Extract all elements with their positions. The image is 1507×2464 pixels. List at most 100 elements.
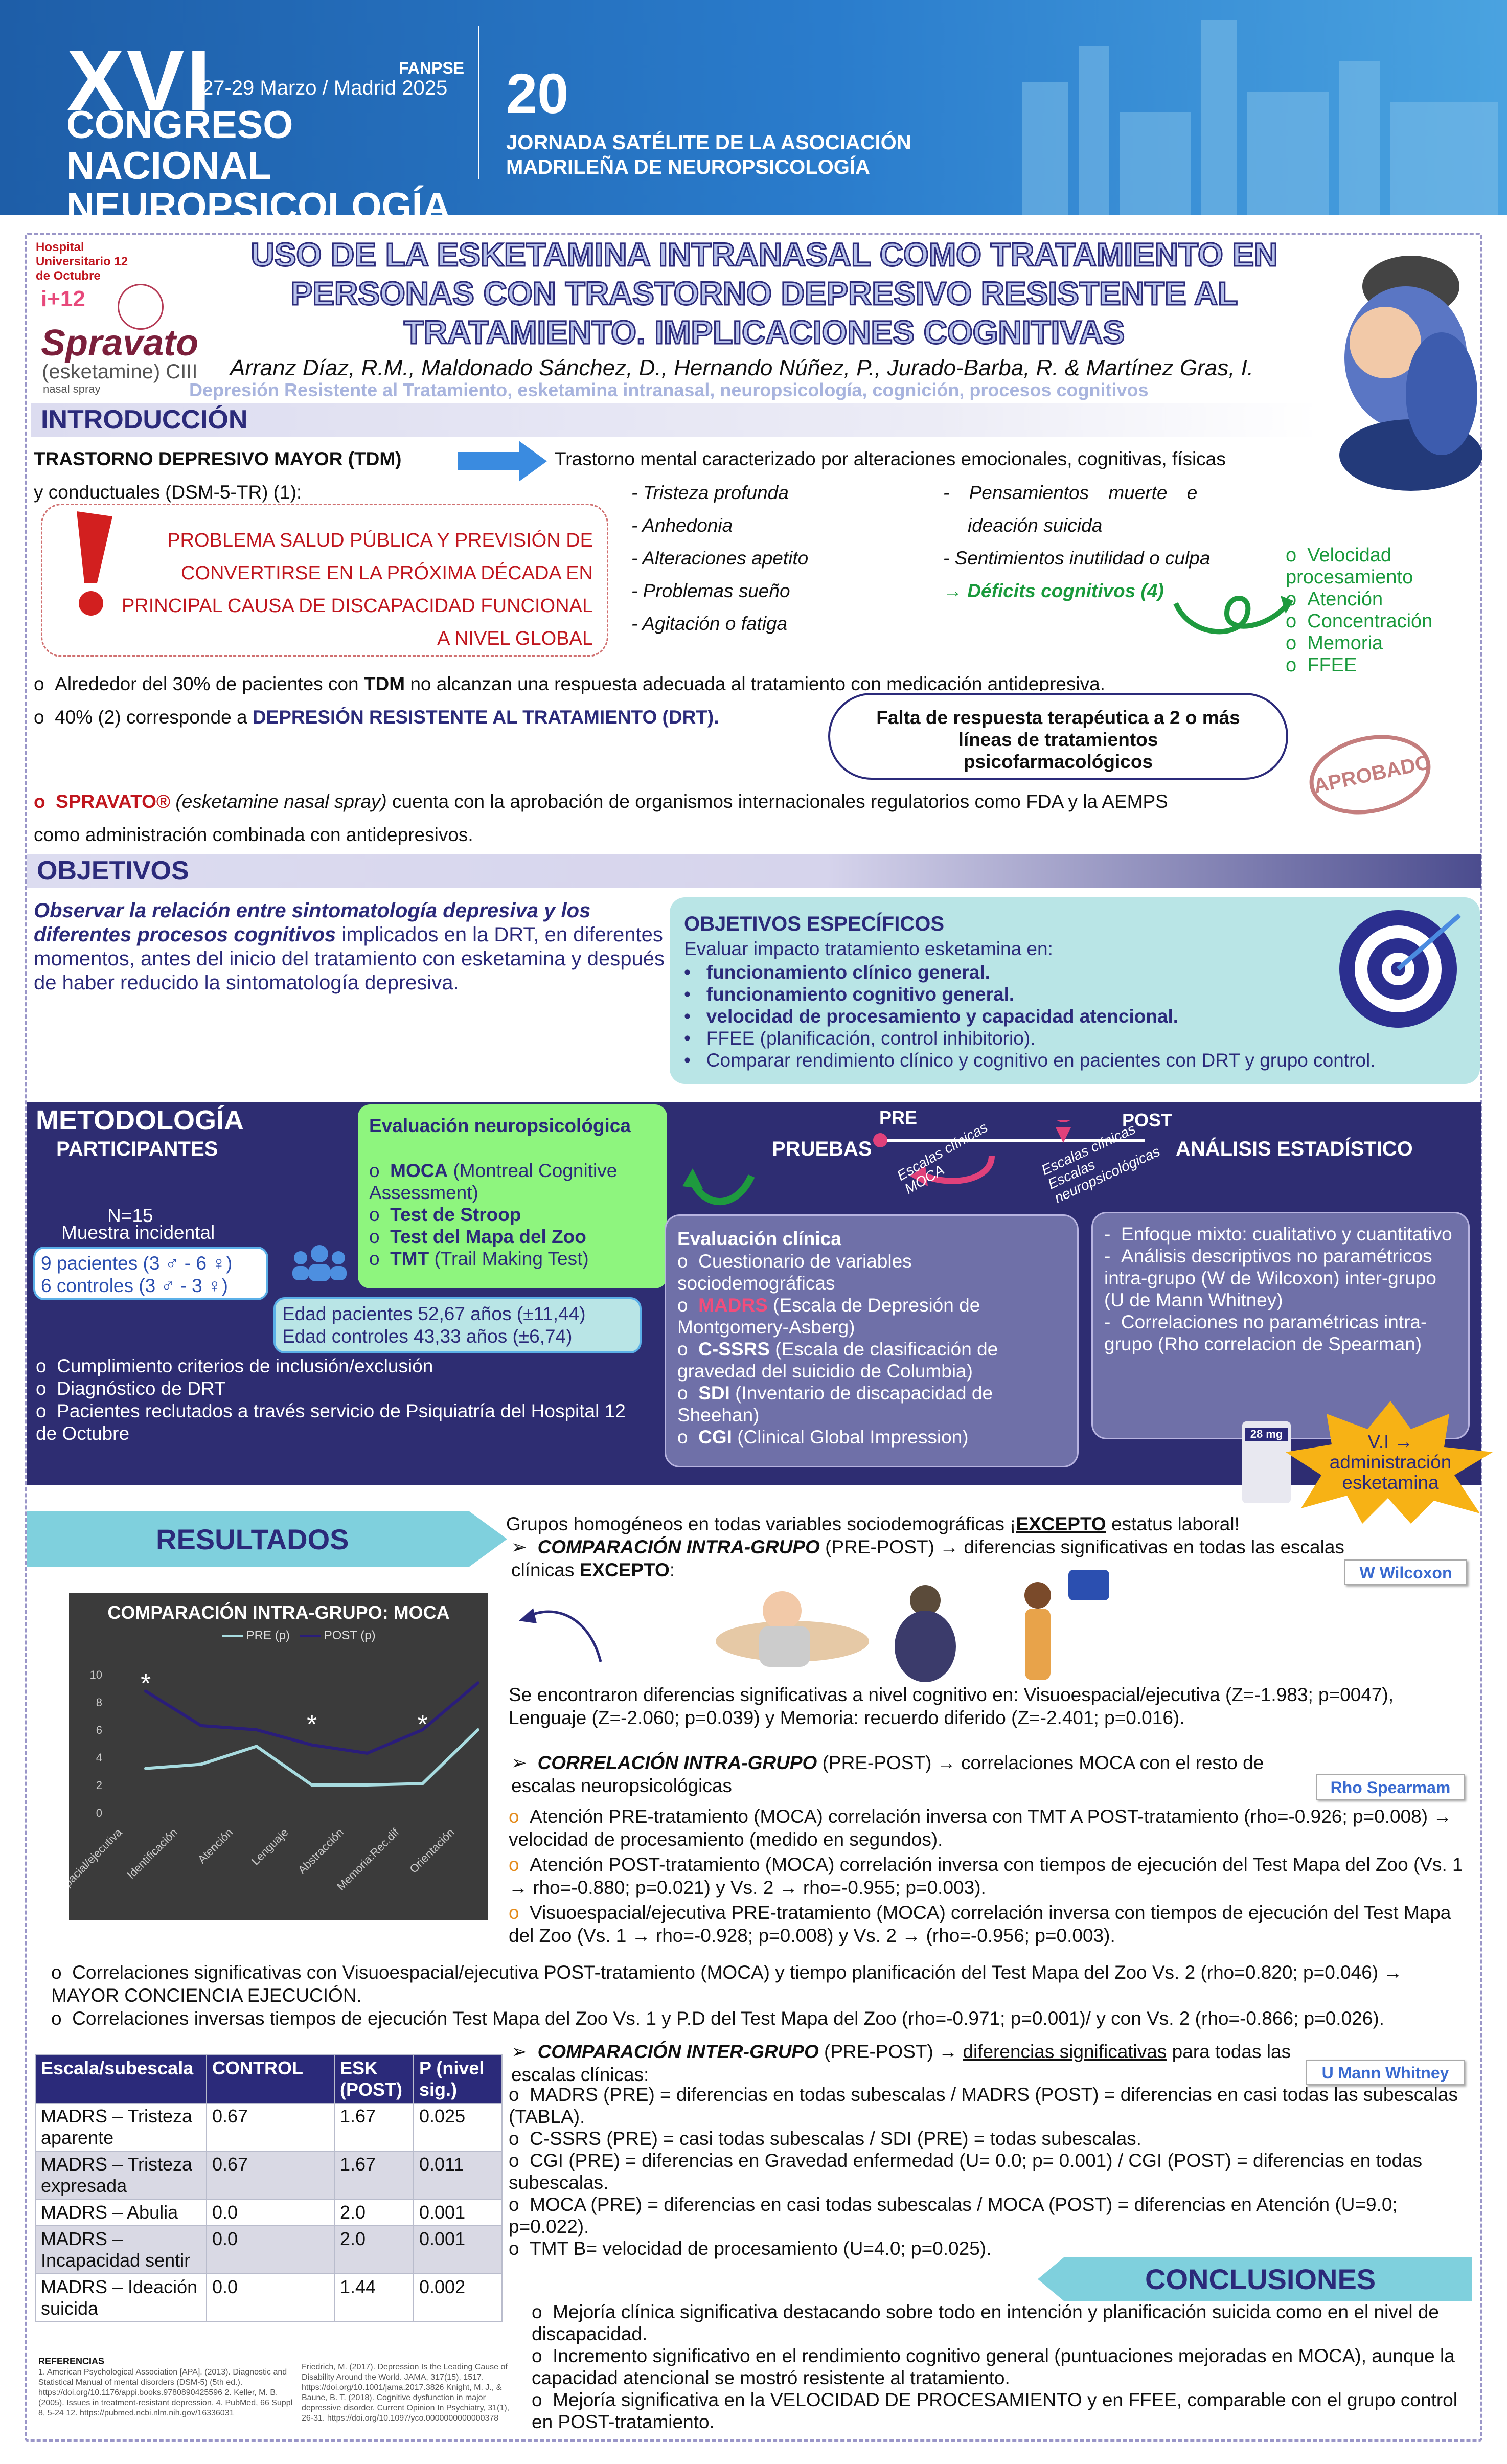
nasal-spray-icon: 28 mg	[1242, 1421, 1291, 1503]
x-tick-label: Abstracción	[295, 1826, 346, 1877]
cog-item: Memoria	[1307, 632, 1383, 654]
symptom-item: - Tristeza profunda	[631, 482, 789, 503]
hospital-logo: Hospital Universitario 12 de Octubre	[36, 240, 128, 283]
inter-group-list: o MADRS (PRE) = diferencias en todas sub…	[509, 2084, 1458, 2259]
moca-chart: COMPARACIÓN INTRA-GRUPO: MOCA PRE (p) PO…	[69, 1593, 488, 1920]
poster-title: USO DE LA ESKETAMINA INTRANASAL COMO TRA…	[250, 236, 1278, 352]
symptom-list-b: - Pensamientos muerte e ideación suicida…	[943, 477, 1260, 607]
results-heading: RESULTADOS	[156, 1523, 349, 1555]
age-patients: Edad pacientes 52,67 años (±11,44)	[282, 1303, 586, 1324]
y-tick-label: 10	[90, 1668, 102, 1681]
data-point	[421, 1728, 424, 1731]
neuro-test-list: o MOCA (Montreal Cognitive Assessment) o…	[369, 1160, 618, 1269]
symptom-item: - Pensamientos muerte e	[943, 482, 1198, 503]
chart-title: COMPARACIÓN INTRA-GRUPO: MOCA	[107, 1602, 450, 1623]
correlation-line: ➢ CORRELACIÓN INTRA-GRUPO (PRE-POST) → c…	[511, 1752, 1264, 1796]
curved-back-arrow-icon	[514, 1600, 606, 1667]
clinical-scale-list: o Cuestionario de variables sociodemográ…	[677, 1251, 998, 1448]
target-icon	[1324, 902, 1472, 1030]
x-tick-label: Identificación	[124, 1826, 179, 1881]
significance-star: *	[141, 1669, 151, 1699]
inter-item: MADRS (PRE) = diferencias en todas subes…	[509, 2084, 1458, 2127]
references-heading: REFERENCIAS	[38, 2356, 105, 2366]
spravato-logo: Spravato	[41, 323, 199, 364]
correlation-list: o Atención PRE-tratamiento (MOCA) correl…	[509, 1806, 1463, 1946]
methodology-heading: METODOLOGÍA	[36, 1105, 244, 1136]
symptom-item: ideación suicida	[968, 515, 1103, 536]
age-box	[273, 1297, 642, 1353]
green-swirl-arrow-icon	[1171, 583, 1293, 644]
mann-whitney-badge: U Mann Whitney	[1306, 2060, 1465, 2085]
criteria-item: Cumplimiento criterios de inclusión/excl…	[57, 1355, 433, 1376]
satellite-title: JORNADA SATÉLITE DE LA ASOCIACIÓN MADRIL…	[506, 131, 911, 178]
references-col-2: Friedrich, M. (2017). Depression Is the …	[302, 2363, 510, 2423]
specific-heading: OBJETIVOS ESPECÍFICOS	[684, 913, 945, 935]
y-tick-label: 0	[96, 1806, 102, 1819]
y-tick-label: 6	[96, 1724, 102, 1736]
wide-correlation-2: o Correlaciones inversas tiempos de ejec…	[51, 2008, 1384, 2029]
poster-frame	[25, 233, 1482, 2442]
cog-item: FFEE	[1307, 654, 1357, 676]
data-point	[310, 1743, 313, 1747]
symptom-item: - Alteraciones apetito	[631, 548, 809, 569]
stat-item: Enfoque mixto: cualitativo y cuantitativ…	[1121, 1224, 1452, 1245]
cog-item: Atención	[1307, 589, 1383, 610]
tdm-definition: Trastorno mental caracterizado por alter…	[555, 448, 1226, 469]
dose-label: 28 mg	[1245, 1428, 1288, 1441]
correlation-item: Atención POST-tratamiento (MOCA) correla…	[509, 1854, 1463, 1898]
results-heading-bar	[27, 1511, 507, 1567]
data-point	[199, 1762, 203, 1766]
conclusions-list: o Mejoría clínica significativa destacan…	[532, 2301, 1457, 2432]
spravato-subtitle: (esketamine) CIII	[42, 360, 198, 383]
starburst-text: V.I → administración esketamina	[1329, 1431, 1452, 1493]
y-tick-label: 8	[96, 1696, 102, 1709]
pre-label: PRE	[879, 1107, 918, 1128]
congress-name: CONGRESO NACIONAL NEUROPSICOLOGÍA	[66, 103, 451, 215]
sample-n: N=15	[107, 1205, 153, 1226]
age-controls: Edad controles 43,33 años (±6,74)	[282, 1326, 573, 1347]
stat-item: Correlaciones no paramétricas intra-grup…	[1104, 1312, 1427, 1354]
symptom-item: - Anhedonia	[631, 515, 733, 536]
data-point	[476, 1728, 480, 1731]
tdm-label: TRASTORNO DEPRESIVO MAYOR (TDM)	[34, 448, 402, 469]
neuro-eval-heading: Evaluación neuropsicológica	[369, 1115, 631, 1136]
starburst-badge	[1286, 1401, 1495, 1524]
homogeneity-note: Grupos homogéneos en todas variables soc…	[506, 1513, 1240, 1534]
cognitive-deficit-list: o Velocidad procesamiento o Atención o C…	[1286, 545, 1433, 676]
legend-swatch-pre	[222, 1635, 243, 1637]
neuro-eval-box	[358, 1104, 667, 1288]
spec-item: velocidad de procesamiento y capacidad a…	[706, 1006, 1179, 1027]
symptom-list-a: - Tristeza profunda - Anhedonia - Altera…	[631, 477, 808, 640]
spravato-approval-cont: como administración combinada con antide…	[34, 824, 473, 845]
legend-swatch-post	[300, 1635, 321, 1637]
spec-item: Comparar rendimiento clínico y cognitivo…	[706, 1050, 1376, 1071]
wide-correlation-1: o Correlaciones significativas con Visuo…	[51, 1962, 1403, 2006]
specific-list: • funcionamiento clínico general. • func…	[684, 962, 1376, 1071]
cog-item: Concentración	[1307, 611, 1433, 632]
depressed-person-illustration	[1324, 240, 1488, 496]
data-point	[144, 1689, 147, 1693]
conclusion-item: Mejoría clínica significativa destacando…	[532, 2301, 1439, 2344]
congress-banner: XVI 27-29 Marzo / Madrid 2025 CONGRESO N…	[0, 0, 1507, 215]
spravato-approval: o SPRAVATO® (esketamine nasal spray) cue…	[34, 791, 1168, 812]
chart-legend: PRE (p) POST (p)	[222, 1629, 376, 1643]
stat-list: - Enfoque mixto: cualitativo y cuantitat…	[1104, 1224, 1452, 1354]
symptom-item: - Problemas sueño	[631, 580, 790, 601]
congress-date: 27-29 Marzo / Madrid 2025	[202, 77, 448, 99]
problem-box	[41, 504, 608, 657]
stat-box	[1091, 1212, 1470, 1439]
symptom-item: - Sentimientos inutilidad o culpa	[943, 548, 1211, 569]
problem-text: PROBLEMA SALUD PÚBLICA Y PREVISIÓN DE CO…	[121, 530, 593, 649]
correlation-item: Visuoespacial/ejecutiva PRE-tratamiento …	[509, 1902, 1451, 1946]
patients-count: 9 pacientes (3 ♂ - 6 ♀)	[41, 1253, 233, 1274]
y-tick-label: 4	[96, 1751, 102, 1764]
cog-item: Velocidad procesamiento	[1286, 545, 1413, 588]
data-point	[366, 1751, 369, 1755]
intro-heading: INTRODUCCIÓN	[31, 403, 1319, 437]
legend-pre: PRE (p)	[246, 1629, 290, 1642]
conclusion-item: Incremento significativo en el rendimien…	[532, 2345, 1455, 2388]
